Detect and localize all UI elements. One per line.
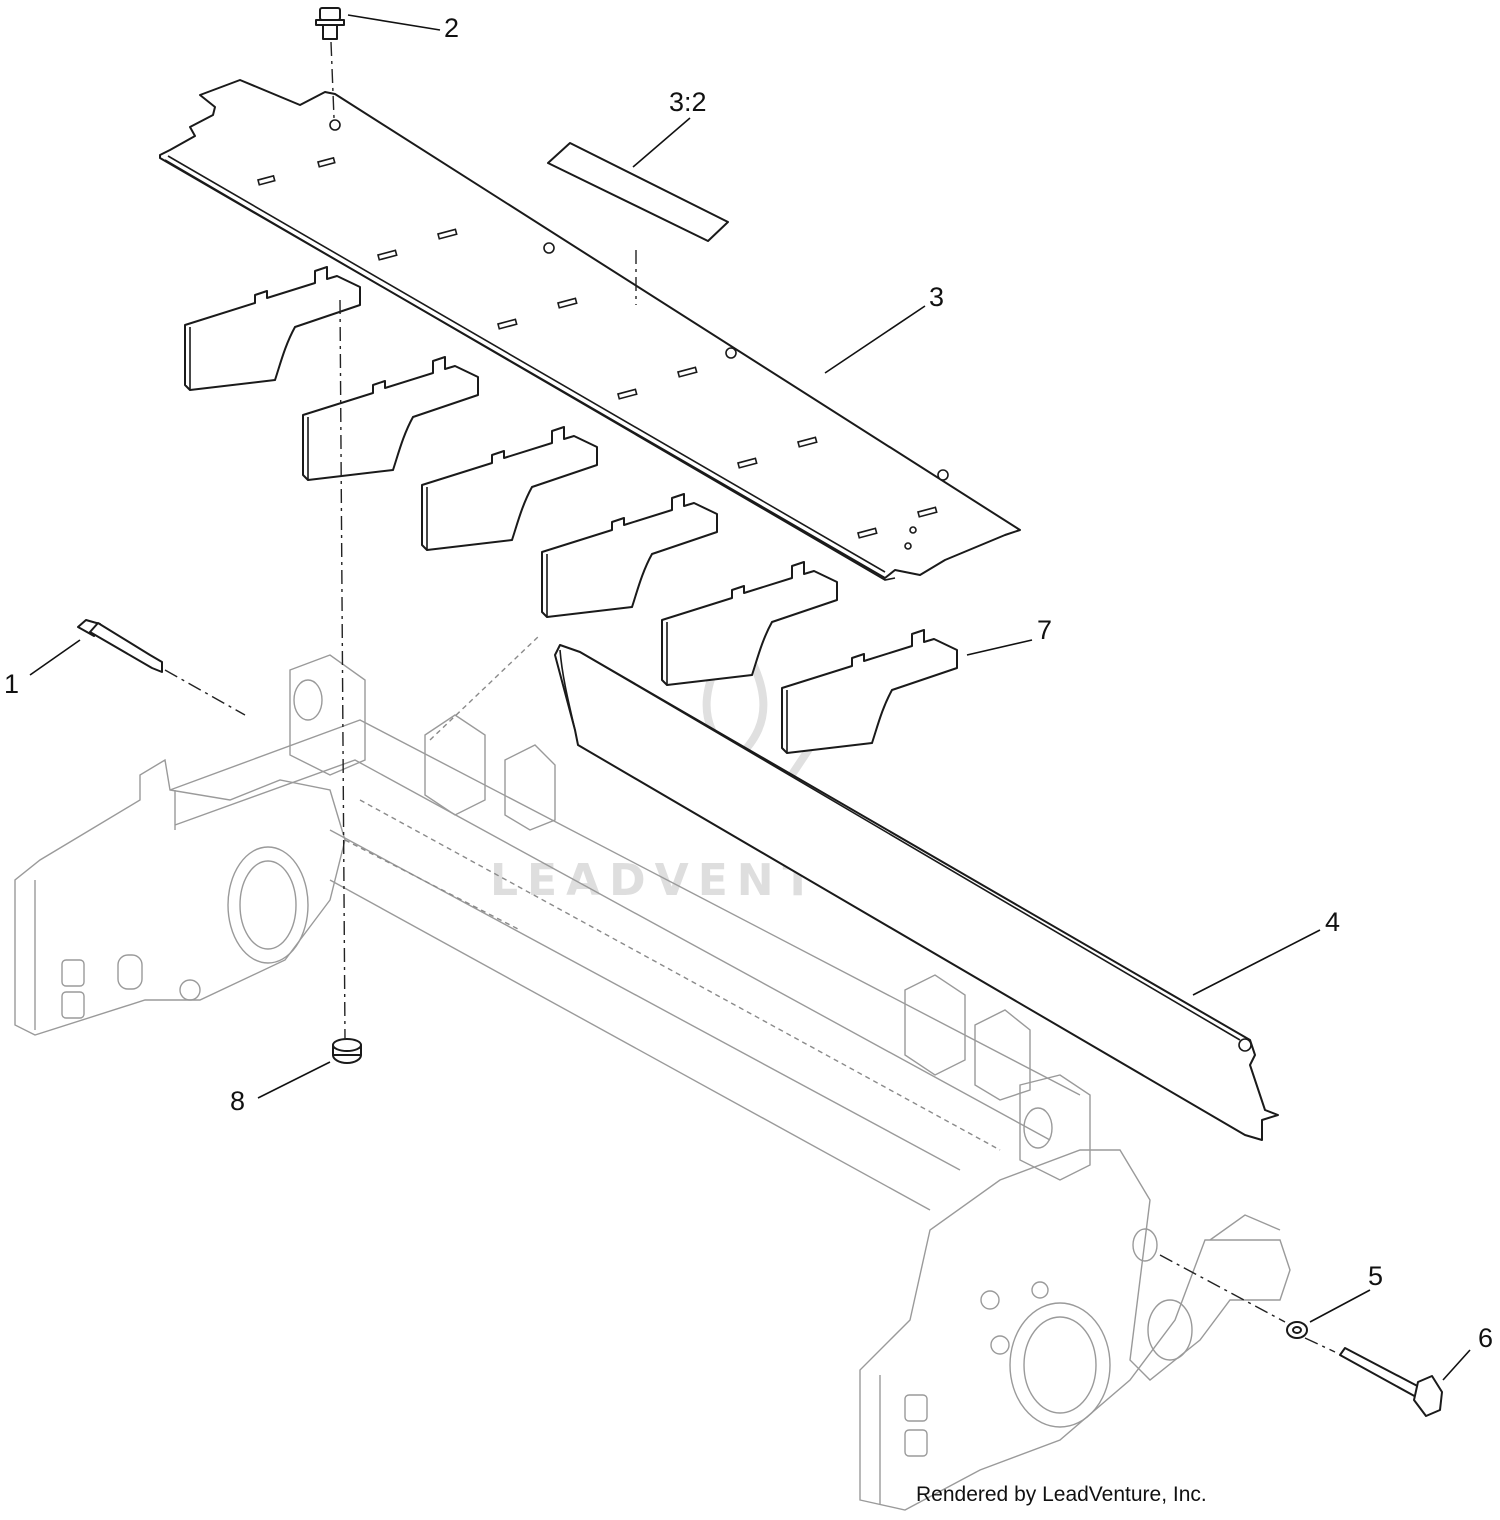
callout-labels: 1 2 3 3:2 4 5 6 7 8 xyxy=(4,13,1493,1353)
part-2-flange-bolt xyxy=(315,7,345,40)
baffle-plate xyxy=(781,629,958,754)
assembly-centerlines xyxy=(164,41,1336,1353)
callout-4: 4 xyxy=(1325,907,1340,937)
callout-6: 6 xyxy=(1478,1323,1493,1353)
render-credit: Rendered by LeadVenture, Inc. xyxy=(916,1483,1207,1506)
shield-slots xyxy=(257,156,938,539)
baffle-plate xyxy=(184,266,361,391)
baffle-plate xyxy=(302,356,479,481)
callout-8: 8 xyxy=(230,1086,245,1116)
part-3-shield-plate xyxy=(159,79,1021,581)
part-4-channel xyxy=(554,644,1279,1141)
baffle-plate xyxy=(421,426,598,551)
callout-leaders xyxy=(29,14,1471,1381)
callout-2: 2 xyxy=(444,13,459,43)
callout-7: 7 xyxy=(1037,615,1052,645)
callout-3: 3 xyxy=(929,282,944,312)
callout-5: 5 xyxy=(1368,1261,1383,1291)
baffle-plate xyxy=(661,561,838,686)
part-5-washer xyxy=(1286,1321,1308,1339)
axle-frame-assembly xyxy=(14,634,1291,1511)
part-6-bolt xyxy=(1339,1347,1443,1417)
callout-3-2: 3:2 xyxy=(669,87,707,117)
baffle-plate xyxy=(541,493,718,618)
part-3-2-decal xyxy=(547,142,729,242)
callout-1: 1 xyxy=(4,669,19,699)
part-8-flange-nut xyxy=(332,1038,362,1064)
part-1-long-bolt xyxy=(77,619,163,673)
part-7-baffle-plates xyxy=(184,266,958,754)
